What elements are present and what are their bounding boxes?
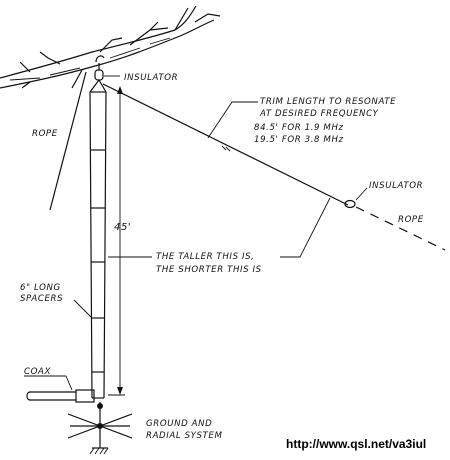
trim-break-mark — [221, 145, 231, 152]
sloping-wire — [102, 83, 349, 206]
trim-leader — [207, 101, 258, 139]
taller-label-1: THE TALLER THIS IS, — [156, 252, 254, 262]
trim-label-4: 19.5' FOR 3.8 MHz — [254, 135, 344, 145]
taller-label-2: THE SHORTER THIS IS — [156, 265, 262, 275]
insulator-top-label: INSULATOR — [124, 73, 178, 83]
rope-left-line — [49, 71, 87, 211]
trim-label-3: 84.5' FOR 1.9 MHz — [254, 123, 344, 133]
rope-left-label: ROPE — [32, 129, 58, 139]
taller-leader-right — [280, 197, 331, 258]
trim-label-2: AT DESIRED FREQUENCY — [259, 109, 379, 119]
trim-label-1: TRIM LENGTH TO RESONATE — [260, 97, 396, 107]
ground-radials — [67, 402, 133, 455]
rope-right-label: ROPE — [398, 215, 424, 225]
spacers-label-2: SPACERS — [20, 294, 63, 304]
ground-label-2: RADIAL SYSTEM — [146, 431, 222, 441]
insulator-right-label: INSULATOR — [369, 181, 423, 191]
ground-label-1: GROUND AND — [146, 419, 212, 429]
coax-label: COAX — [24, 367, 51, 377]
spacers-leader — [73, 299, 93, 319]
height-label: 45' — [114, 222, 131, 233]
height-dimension — [108, 86, 125, 396]
coax-cable — [24, 375, 95, 403]
source-url: http://www.qsl.net/va3iul — [286, 437, 426, 451]
tree-branch — [0, 5, 221, 89]
spacers-label-1: 6" LONG — [20, 283, 61, 293]
insulator-right-leader — [355, 187, 368, 201]
right-insulator — [344, 199, 356, 209]
rope-right-line — [355, 206, 446, 251]
vertical-element — [89, 79, 107, 399]
